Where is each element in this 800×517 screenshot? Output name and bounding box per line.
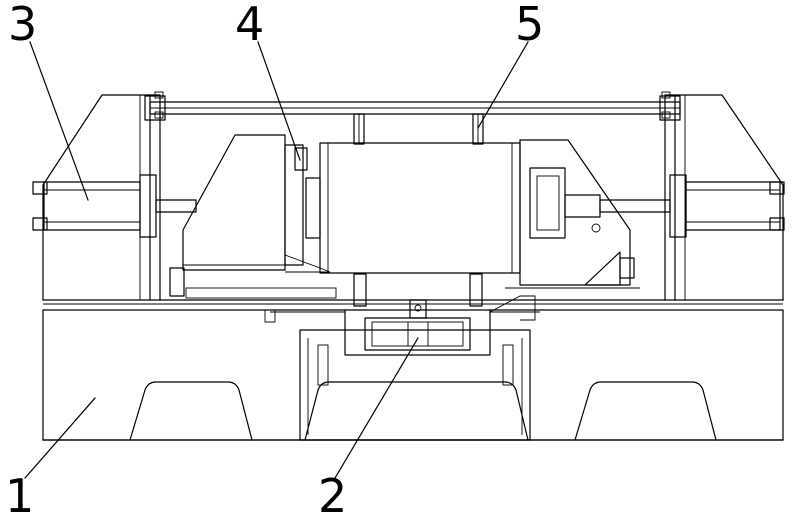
leader-lines	[24, 41, 529, 479]
top-tie-bar	[149, 101, 681, 115]
leader-1	[24, 397, 96, 479]
base-cutout-right	[574, 381, 717, 441]
workpiece-drum	[305, 142, 521, 274]
callout-1: 1	[5, 469, 34, 517]
base-frame	[42, 299, 784, 441]
leader-3	[29, 41, 89, 201]
callout-5: 5	[515, 0, 544, 51]
callout-4: 4	[235, 0, 264, 51]
left-headstock	[169, 134, 337, 299]
leader-5	[477, 41, 529, 129]
callout-labels: 3 4 5 1 2	[5, 0, 544, 517]
right-side-frame	[659, 91, 784, 301]
left-cylinder	[32, 174, 197, 238]
right-tailstock	[505, 139, 640, 289]
drum-body	[319, 142, 521, 274]
center-pedestal	[299, 329, 531, 441]
leader-2	[334, 337, 419, 479]
callout-2: 2	[318, 469, 347, 517]
leader-4	[257, 41, 301, 161]
left-side-frame	[42, 91, 166, 301]
right-cylinder	[599, 174, 785, 238]
base-cutout-center	[304, 381, 529, 441]
center-carriage	[264, 273, 540, 356]
callout-3: 3	[8, 0, 37, 51]
clamp-rods	[353, 113, 484, 145]
base-cutout-left	[129, 381, 253, 441]
